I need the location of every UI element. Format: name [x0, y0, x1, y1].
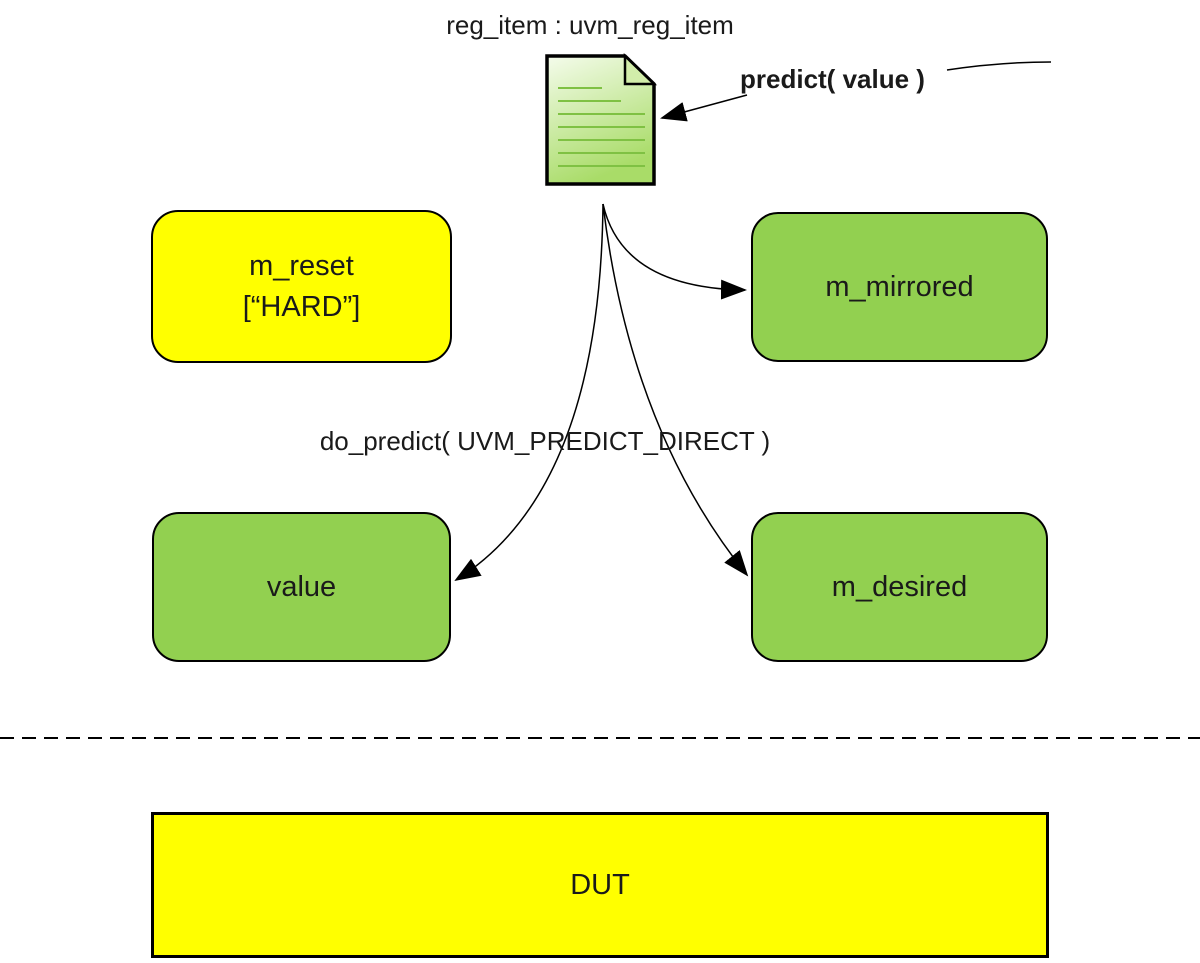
document-icon [545, 53, 658, 186]
predict-callout-label: predict( value ) [740, 64, 925, 94]
connectors [454, 203, 749, 582]
node-m-desired: m_desired [751, 512, 1048, 662]
do-predict-label: do_predict( UVM_PREDICT_DIRECT ) [319, 426, 771, 456]
document-page [545, 54, 656, 186]
node-m-reset-label-line1: m_reset [249, 249, 354, 282]
node-dut: DUT [151, 812, 1049, 958]
predict-callout-tail-line [946, 61, 1052, 71]
arrow-to-m-mirrored [602, 203, 747, 300]
node-m-mirrored: m_mirrored [751, 212, 1048, 362]
node-dut-label: DUT [570, 868, 630, 901]
node-m-mirrored-label: m_mirrored [825, 270, 974, 303]
document-fold [623, 53, 658, 86]
diagram-title: reg_item : uvm_reg_item [446, 10, 734, 40]
document-rule-lines [558, 87, 645, 167]
node-m-desired-label: m_desired [831, 570, 968, 603]
arrow-to-m-desired [602, 203, 749, 577]
node-m-reset: m_reset [“HARD”] [151, 210, 452, 363]
node-m-reset-label-line2: [“HARD”] [242, 290, 361, 323]
arrow-to-value [454, 203, 604, 582]
node-value-label: value [266, 570, 337, 603]
node-value: value [152, 512, 451, 662]
predict-callout-arrow-line [660, 94, 748, 122]
